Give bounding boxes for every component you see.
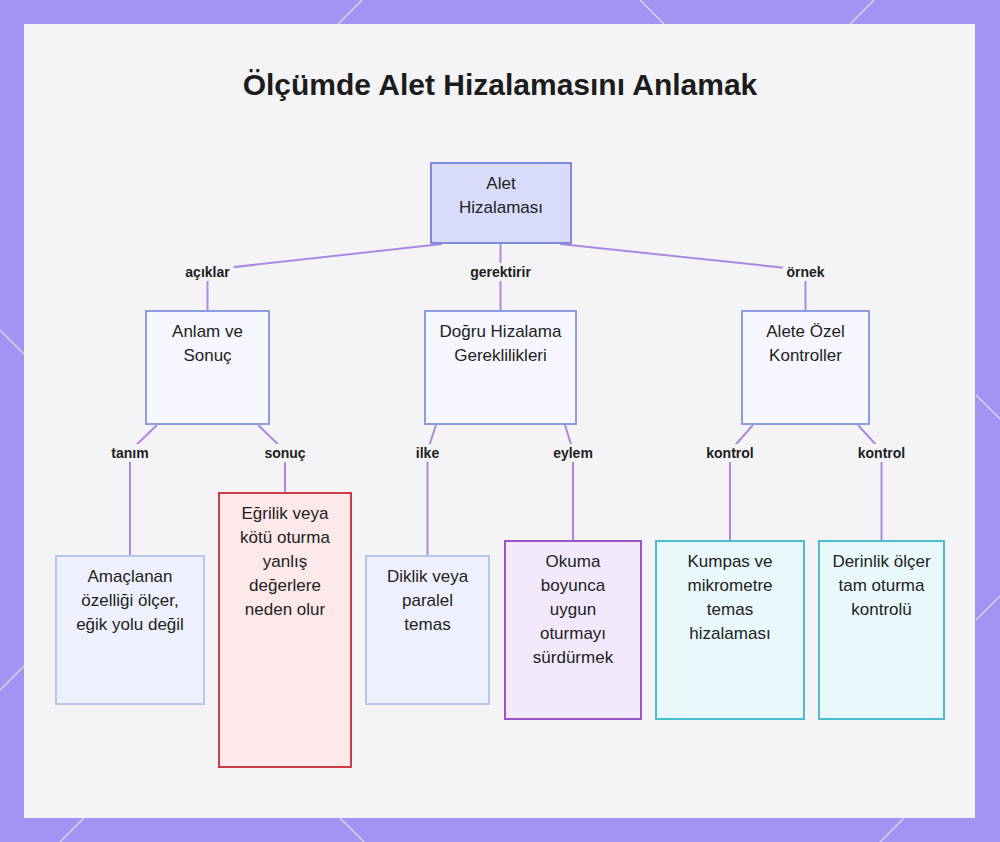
connector-line: [730, 425, 753, 540]
concept-box: Diklik veya paralel temas: [365, 555, 490, 705]
diagram-title: Ölçümde Alet Hizalamasını Anlamak: [0, 68, 1000, 102]
node-text: Amaçlanan özelliği ölçer, eğik yolu deği…: [57, 557, 203, 645]
edge-label: eylem: [549, 444, 597, 462]
node-text: Diklik veya paralel temas: [367, 557, 488, 645]
node-text: Eğrilik veya kötü oturma yanlış değerler…: [220, 494, 350, 630]
node-text: Alete Özel Kontroller: [743, 312, 868, 376]
edge-label: ilke: [412, 444, 443, 462]
concept-box: Eğrilik veya kötü oturma yanlış değerler…: [218, 492, 352, 768]
concept-box: Alete Özel Kontroller: [741, 310, 870, 425]
node-text: Doğru Hizalama Gereklilikleri: [426, 312, 575, 376]
connector-line: [565, 425, 573, 540]
node-text: Alet Hizalaması: [432, 164, 570, 228]
concept-box: Amaçlanan özelliği ölçer, eğik yolu deği…: [55, 555, 205, 705]
edge-label: sonuç: [260, 444, 309, 462]
edge-label: açıklar: [181, 263, 233, 281]
concept-box: Kumpas ve mikrometre temas hizalaması: [655, 540, 805, 720]
concept-box: Okuma boyunca uygun oturmayı sürdürmek: [504, 540, 642, 720]
concept-box: Anlam ve Sonuç: [145, 310, 270, 425]
edge-label: kontrol: [702, 444, 757, 462]
edge-label: kontrol: [854, 444, 909, 462]
node-text: Okuma boyunca uygun oturmayı sürdürmek: [506, 542, 640, 678]
edge-label: örnek: [782, 263, 828, 281]
connector-line: [560, 244, 806, 310]
node-text: Anlam ve Sonuç: [147, 312, 268, 376]
edge-label: tanım: [107, 444, 152, 462]
node-text: Kumpas ve mikrometre temas hizalaması: [657, 542, 803, 654]
concept-box: Derinlik ölçer tam oturma kontrolü: [818, 540, 945, 720]
concept-box: Doğru Hizalama Gereklilikleri: [424, 310, 577, 425]
connector-line: [858, 425, 882, 540]
connector-line: [208, 244, 443, 310]
concept-box: Alet Hizalaması: [430, 162, 572, 244]
edge-label: gerektirir: [466, 263, 535, 281]
node-text: Derinlik ölçer tam oturma kontrolü: [820, 542, 943, 630]
